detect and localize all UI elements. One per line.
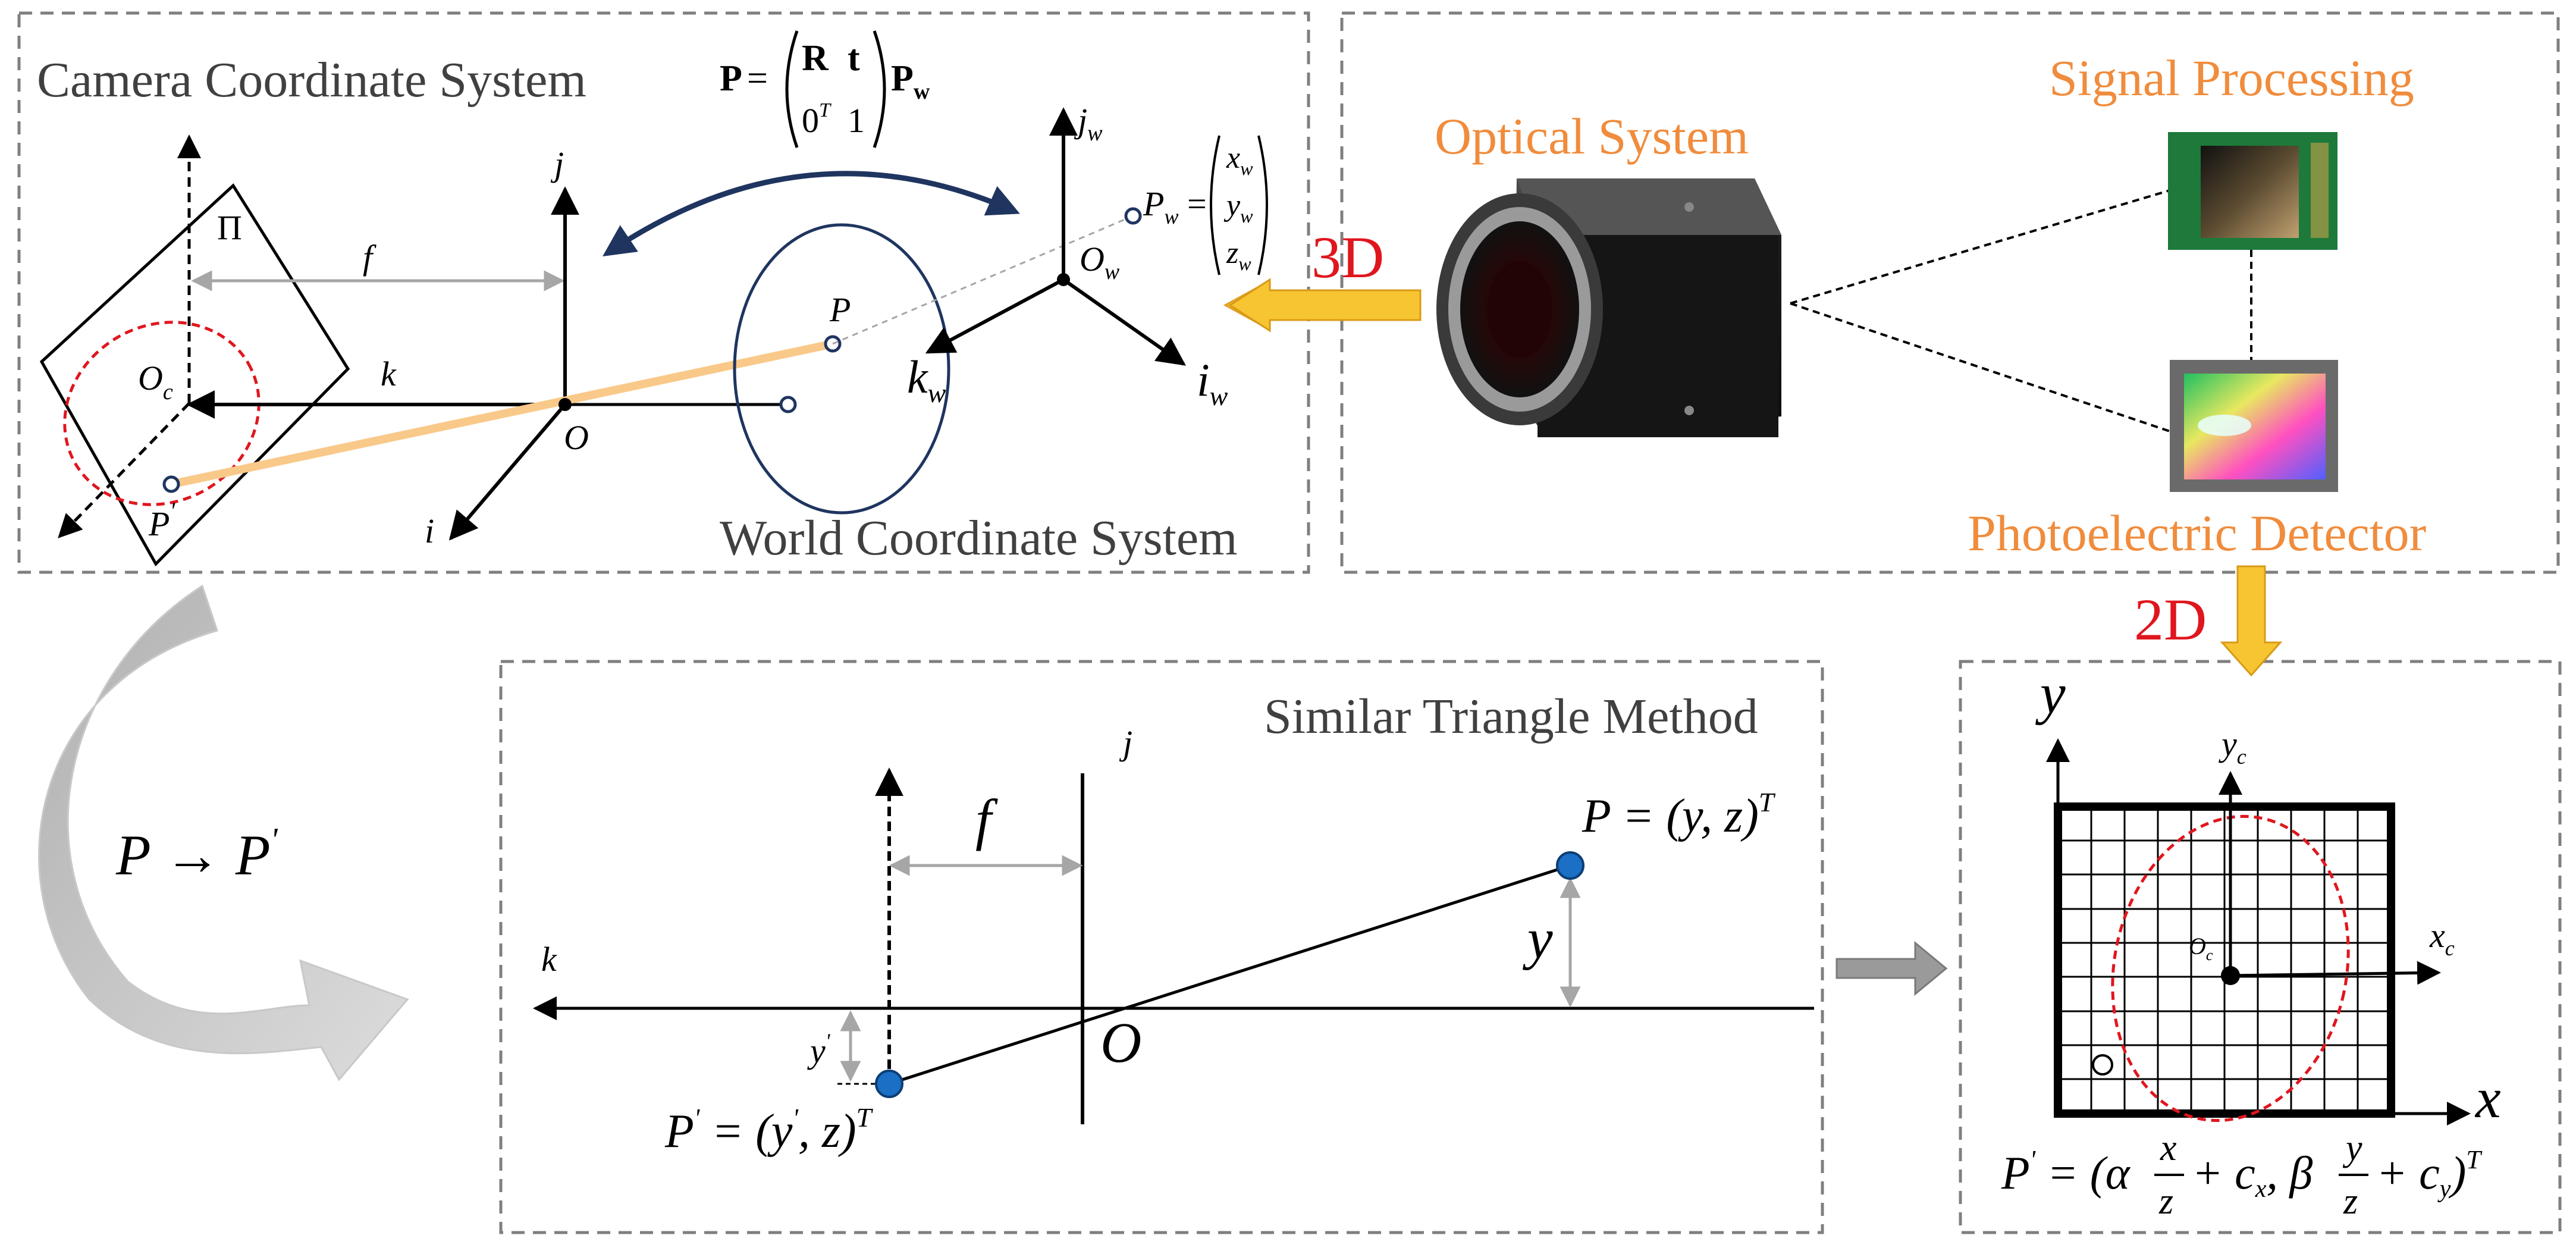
p-to-pw-dashed — [832, 215, 1134, 345]
light-ray — [170, 340, 834, 488]
xc-axis — [2230, 961, 2441, 985]
svg-text:0T: 0T — [802, 99, 832, 140]
camera-illustration — [1436, 178, 1781, 437]
oc-label: Oc — [138, 359, 173, 405]
o-label-similar: O — [1100, 1011, 1141, 1074]
transform-equation: P = R t 0T 1 Pw — [720, 30, 930, 148]
signal-processing-label: Signal Processing — [2049, 49, 2414, 106]
oc-label-image: Oc — [2189, 933, 2213, 964]
svg-text:P' = (α: P' = (α — [2001, 1145, 2131, 1199]
y-prime-label: y' — [807, 1029, 831, 1070]
origin-point — [559, 398, 572, 411]
projection-ray — [889, 864, 1571, 1086]
transform-curved-arrow — [603, 171, 1020, 257]
svg-text:z: z — [2343, 1181, 2358, 1222]
p-prime-label-similar: P' = (y', z)T — [664, 1102, 874, 1158]
camera-panel-title: Camera Coordinate System — [37, 52, 586, 108]
camera-to-chip-line — [1790, 189, 2170, 305]
svg-text:=: = — [747, 58, 768, 99]
svg-text:zw: zw — [1226, 236, 1251, 274]
jw-label: jw — [1074, 101, 1103, 146]
xc-label: xc — [2429, 916, 2455, 960]
similar-panel-title: Similar Triangle Method — [1264, 689, 1758, 744]
i-label: i — [425, 512, 434, 550]
j-label-similar: j — [1119, 723, 1132, 762]
svg-text:P: P — [720, 58, 742, 99]
svg-text:R: R — [802, 38, 829, 79]
k-axis-end-point — [779, 396, 797, 413]
svg-text:x: x — [2160, 1128, 2177, 1168]
projection-formula: P' = (α x z + cx, β y z + cy)T — [2001, 1128, 2483, 1222]
distortion-ellipse-image — [2111, 814, 2350, 1123]
i-axis — [448, 403, 567, 541]
svg-text:z: z — [2158, 1181, 2173, 1222]
two-d-arrow — [2220, 565, 2283, 677]
y-label-image: y — [2035, 661, 2066, 725]
svg-text:1: 1 — [848, 101, 865, 140]
pw-vector: Pw = xw yw zw — [1143, 135, 1268, 275]
similar-to-image-arrow — [1835, 940, 1948, 996]
iw-axis — [1062, 278, 1186, 366]
k-label-similar: k — [541, 940, 557, 979]
svg-text:=: = — [1187, 184, 1207, 223]
svg-text:yw: yw — [1223, 189, 1253, 227]
p-prime-point-image — [2092, 1054, 2113, 1076]
mapping-curved-arrow — [38, 584, 409, 1081]
ow-label: Ow — [1080, 240, 1120, 284]
k-label: k — [381, 355, 397, 393]
p-label: P — [829, 290, 851, 329]
image-plane — [39, 183, 350, 567]
svg-text:Pw: Pw — [891, 58, 930, 104]
p-prime-point-similar — [875, 1070, 903, 1098]
svg-text:+ cx, β: + cx, β — [2192, 1147, 2313, 1203]
pw-point — [1124, 207, 1142, 225]
kw-label: kw — [907, 351, 946, 408]
three-d-label: 3D — [1311, 224, 1384, 290]
f-label: f — [363, 238, 376, 277]
j-label: j — [550, 145, 564, 183]
kw-axis — [925, 278, 1065, 354]
yc-label: yc — [2219, 725, 2246, 769]
device-panel-border — [1340, 11, 2560, 574]
distortion-circle — [63, 321, 261, 506]
p-prime-point — [162, 475, 180, 493]
photoelectric-detector-label: Photoelectric Detector — [1968, 504, 2426, 562]
mapping-label: P → P' — [115, 822, 278, 887]
optical-system-label: Optical System — [1435, 108, 1749, 165]
x-label-image: x — [2474, 1066, 2501, 1130]
o-label: O — [564, 418, 589, 457]
photoelectric-detector-icon — [2170, 360, 2338, 492]
svg-text:Pw: Pw — [1143, 184, 1178, 228]
similar-panel-border — [499, 660, 1824, 1234]
camera-to-sensor-line — [1790, 302, 2170, 432]
oc-diagonal-axis — [58, 402, 190, 538]
f-label-similar: f — [975, 788, 998, 851]
oc-point-image — [2221, 966, 2240, 985]
svg-text:+ cy)T: + cy)T — [2376, 1145, 2483, 1203]
svg-text:y: y — [2342, 1128, 2362, 1168]
svg-text:xw: xw — [1226, 141, 1253, 179]
y-label-similar: y — [1522, 907, 1553, 970]
two-d-label: 2D — [2134, 587, 2207, 653]
ow-point — [1057, 273, 1070, 286]
sensor-grid — [2054, 802, 2395, 1118]
signal-processing-chip-icon — [2168, 132, 2337, 250]
pi-label: Π — [217, 208, 242, 247]
svg-text:t: t — [848, 38, 860, 79]
world-panel-title: World Coordinate System — [720, 510, 1237, 566]
p-prime-label: P' — [148, 497, 175, 543]
p-label-similar: P = (y, z)T — [1582, 787, 1776, 842]
iw-label: iw — [1197, 354, 1228, 411]
p-point-similar — [1556, 851, 1584, 880]
